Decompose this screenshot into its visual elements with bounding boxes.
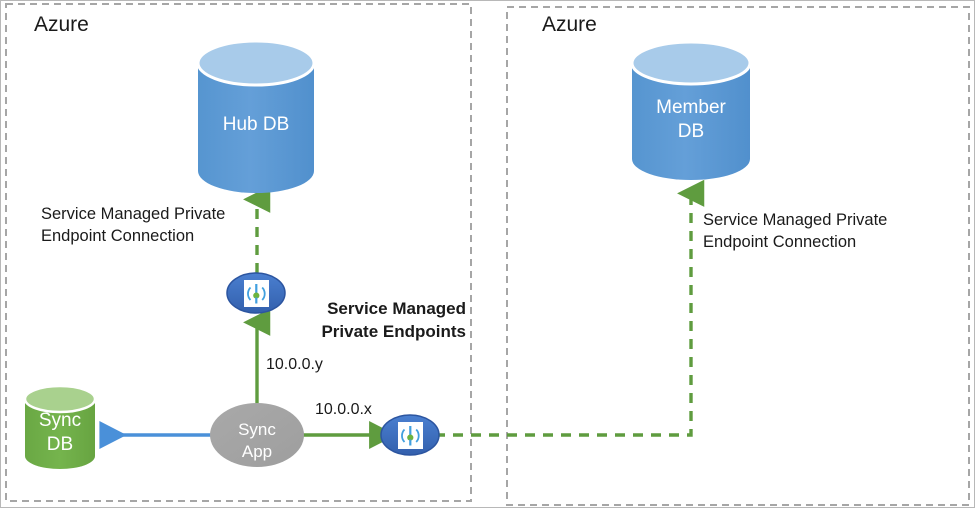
service-managed-private-endpoints-title: Service Managed Private Endpoints xyxy=(321,299,466,341)
private-endpoint-hub-node[interactable] xyxy=(226,272,286,314)
left-azure-zone-label: Azure xyxy=(34,13,89,36)
member-db-node[interactable] xyxy=(630,40,752,180)
right-azure-zone-label: Azure xyxy=(542,13,597,36)
hub-db-node[interactable] xyxy=(196,39,316,193)
ip-label-hub: 10.0.0.y xyxy=(266,356,323,373)
sync-db-node[interactable] xyxy=(23,384,97,469)
ip-label-member: 10.0.0.x xyxy=(315,401,372,418)
private-link-icon xyxy=(398,422,423,449)
hub-connection-label: Service Managed Private Endpoint Connect… xyxy=(41,205,226,245)
private-link-icon xyxy=(244,280,269,307)
connector-endpoint-member-to-memberdb xyxy=(435,179,705,437)
private-endpoint-member-node[interactable] xyxy=(380,414,440,456)
right-azure-zone xyxy=(506,6,970,506)
member-connection-label: Service Managed Private Endpoint Connect… xyxy=(703,211,888,251)
sync-app-node[interactable] xyxy=(210,403,304,467)
left-azure-zone xyxy=(5,3,472,502)
